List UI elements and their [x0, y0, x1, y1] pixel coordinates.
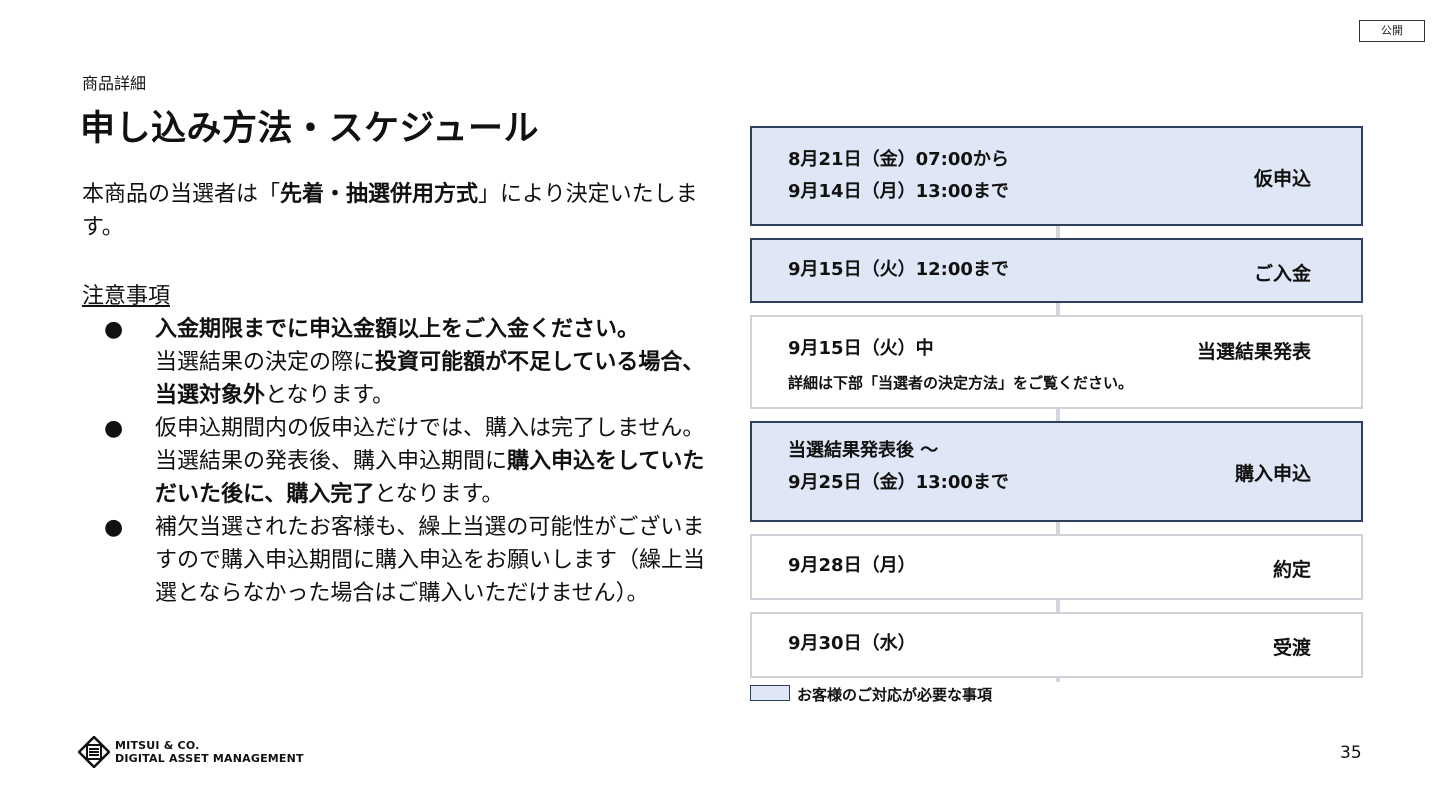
bullet-icon: ● — [104, 317, 124, 342]
intro-post: 」により決定いたします。 — [82, 182, 698, 240]
step-delivery: 9月30日（水） 受渡 — [750, 612, 1363, 678]
page-number: 35 — [1340, 743, 1362, 763]
step-provisional-application: 8月21日（金）07:00から 9月14日（月）13:00まで 仮申込 — [750, 126, 1363, 226]
public-badge: 公開 — [1359, 20, 1425, 42]
logo-text-line-2: DIGITAL ASSET MANAGEMENT — [115, 752, 304, 765]
note-item-2: ● 仮申込期間内の仮申込だけでは、購入は完了しません。 当選結果の発表後、購入申… — [82, 412, 714, 511]
legend-swatch — [750, 685, 790, 701]
step-date-line: 9月14日（月）13:00まで — [788, 181, 1009, 202]
note-2-bold-1: 購入申込をしていただいた後に、購入完了 — [155, 449, 705, 507]
step-date-line: 9月28日（月） — [788, 555, 916, 576]
note-2-text-1: 仮申込期間内の仮申込だけでは、購入は完了しません。 当選結果の発表後、購入申込期… — [155, 416, 705, 474]
intro-bold: 先着・抽選併用方式 — [280, 182, 479, 207]
note-1-text-2: となります。 — [265, 383, 395, 408]
step-label: ご入金 — [1253, 263, 1311, 285]
note-3-text-1: 補欠当選されたお客様も、繰上当選の可能性がございますので購入申込期間に購入申込を… — [155, 515, 706, 606]
step-label: 仮申込 — [1253, 168, 1311, 190]
logo-text-line-1: MITSUI & CO. — [115, 739, 200, 752]
legend-text: お客様のご対応が必要な事項 — [797, 686, 993, 704]
step-label: 約定 — [1272, 559, 1311, 581]
company-logo: MITSUI & CO. DIGITAL ASSET MANAGEMENT — [78, 736, 318, 770]
step-payment: 9月15日（火）12:00まで ご入金 — [750, 238, 1363, 303]
step-label: 受渡 — [1272, 637, 1311, 659]
step-result-announcement: 9月15日（火）中 詳細は下部「当選者の決定方法」をご覧ください。 当選結果発表 — [750, 315, 1363, 409]
notes-list: ● 入金期限までに申込金額以上をご入金ください。 当選結果の決定の際に投資可能額… — [82, 313, 714, 610]
mitsui-logo-icon — [78, 736, 110, 768]
bullet-icon: ● — [104, 416, 124, 441]
step-date-line: 9月30日（水） — [788, 633, 916, 654]
step-date-line: 9月25日（金）13:00まで — [788, 472, 1009, 493]
notes-heading: 注意事項 — [82, 284, 171, 309]
step-purchase-application: 当選結果発表後 〜 9月25日（金）13:00まで 購入申込 — [750, 421, 1363, 522]
section-subtitle: 商品詳細 — [82, 74, 147, 93]
step-date-line: 8月21日（金）07:00から — [788, 149, 1009, 170]
note-item-1: ● 入金期限までに申込金額以上をご入金ください。 当選結果の決定の際に投資可能額… — [82, 313, 714, 412]
step-dates: 当選結果発表後 〜 9月25日（金）13:00まで — [788, 435, 1009, 499]
step-date-line: 9月15日（火）中 — [788, 338, 934, 359]
step-note: 詳細は下部「当選者の決定方法」をご覧ください。 — [788, 374, 1134, 392]
page-title: 申し込み方法・スケジュール — [80, 109, 540, 149]
bullet-icon: ● — [104, 515, 124, 540]
intro-pre: 本商品の当選者は「 — [82, 182, 281, 207]
step-label: 購入申込 — [1234, 463, 1311, 485]
left-text-column: 本商品の当選者は「先着・抽選併用方式」により決定いたします。 注意事項 ● 入金… — [82, 178, 714, 610]
step-dates: 8月21日（金）07:00から 9月14日（月）13:00まで — [788, 144, 1009, 208]
step-date-line: 9月15日（火）12:00まで — [788, 259, 1009, 280]
note-1-bold-1: 入金期限までに申込金額以上をご入金ください。 — [155, 317, 640, 342]
note-1-text-1: 当選結果の決定の際に — [155, 350, 376, 375]
step-contract: 9月28日（月） 約定 — [750, 534, 1363, 600]
note-item-3: ● 補欠当選されたお客様も、繰上当選の可能性がございますので購入申込期間に購入申… — [82, 511, 714, 610]
note-2-text-2: となります。 — [374, 482, 504, 507]
note-1-bold-2: 投資可能額が不足している場合、当選対象外 — [155, 350, 705, 408]
intro-paragraph: 本商品の当選者は「先着・抽選併用方式」により決定いたします。 — [82, 178, 714, 244]
step-label: 当選結果発表 — [1196, 341, 1311, 363]
step-date-line: 当選結果発表後 〜 — [788, 440, 939, 461]
